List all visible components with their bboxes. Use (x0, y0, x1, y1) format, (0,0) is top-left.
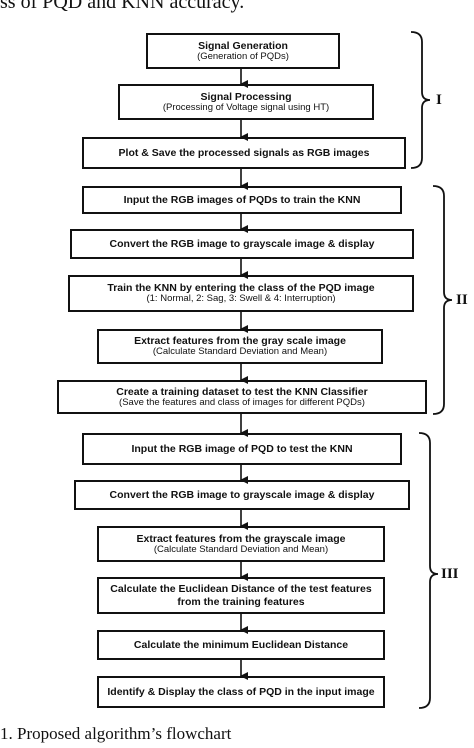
brace-stage-1 (410, 31, 431, 169)
box-subtitle: (Generation of PQDs) (197, 50, 289, 62)
stage-label-1: I (436, 92, 442, 108)
brace-stage-3 (418, 432, 439, 709)
box-title: Input the RGB images of PQDs to train th… (123, 193, 361, 206)
box-title: Create a training dataset to test the KN… (116, 385, 368, 398)
box-subtitle: (Calculate Standard Deviation and Mean) (152, 346, 328, 358)
box-title: Input the RGB image of PQD to test the K… (131, 442, 353, 455)
box-title: Extract features from the grayscale imag… (136, 532, 346, 545)
box-extract-test: Extract features from the grayscale imag… (97, 526, 385, 562)
brace-stage-2 (432, 185, 453, 415)
box-title: Convert the RGB image to grayscale image… (109, 237, 375, 250)
box-euclidean-distance: Calculate the Euclidean Distance of the … (97, 577, 385, 614)
box-title: Calculate the minimum Euclidean Distance (133, 638, 349, 651)
box-input-test: Input the RGB image of PQD to test the K… (82, 433, 402, 465)
box-title: Plot & Save the processed signals as RGB… (118, 146, 370, 159)
stage-label-3: III (441, 566, 459, 582)
box-title: Extract features from the gray scale ima… (134, 335, 346, 347)
stage-label-2: II (456, 292, 468, 308)
box-title: Convert the RGB image to grayscale image… (109, 488, 375, 501)
box-subtitle: (Processing of Voltage signal using HT) (162, 101, 330, 113)
box-title: Signal Generation (198, 39, 288, 52)
box-title: Identify & Display the class of PQD in t… (107, 685, 375, 698)
box-title: Train the KNN by entering the class of t… (107, 282, 375, 294)
box-extract-train: Extract features from the gray scale ima… (97, 329, 383, 364)
box-title: Signal Processing (200, 90, 292, 103)
box-input-train: Input the RGB images of PQDs to train th… (82, 186, 402, 214)
caption-top: ss of PQD and KNN accuracy. (0, 0, 245, 13)
box-subtitle: (1: Normal, 2: Sag, 3: Swell & 4: Interr… (146, 293, 336, 305)
box-min-distance: Calculate the minimum Euclidean Distance (97, 630, 385, 660)
box-train-knn: Train the KNN by entering the class of t… (68, 275, 414, 312)
box-title: Calculate the Euclidean Distance of the … (110, 583, 372, 608)
box-subtitle: (Save the features and class of images f… (119, 396, 365, 408)
box-training-dataset: Create a training dataset to test the KN… (57, 380, 427, 414)
caption-bottom: 1. Proposed algorithm’s flowchart (0, 724, 232, 743)
box-subtitle: (Calculate Standard Deviation and Mean) (153, 543, 329, 555)
box-signal-generation: Signal Generation (Generation of PQDs) (146, 33, 340, 69)
